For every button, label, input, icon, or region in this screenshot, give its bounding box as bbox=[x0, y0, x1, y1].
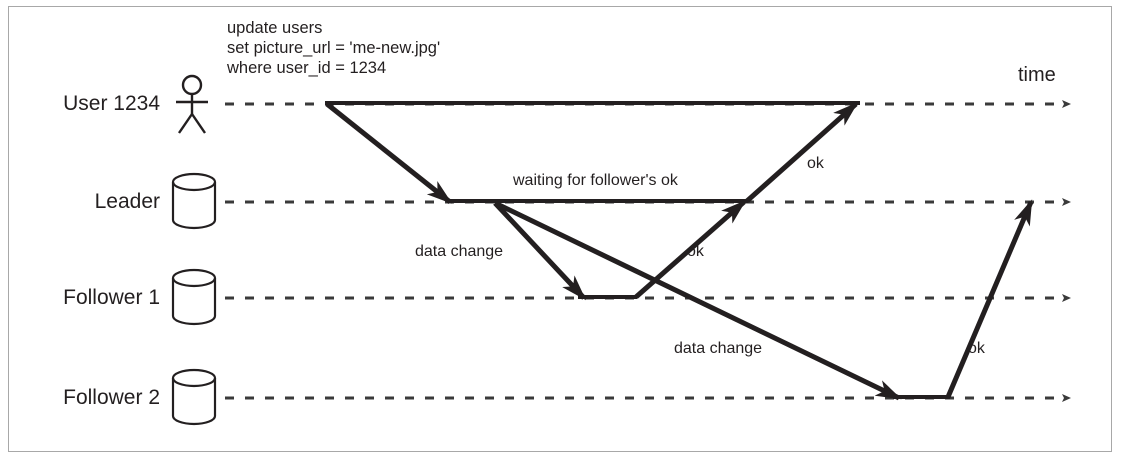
lane-label-follower1: Follower 1 bbox=[0, 286, 160, 310]
database-cylinder-icon-leader bbox=[170, 172, 218, 235]
message-label-waiting-for-follower-ok: waiting for follower's ok bbox=[513, 172, 678, 189]
lane-label-user-text: User 1234 bbox=[63, 92, 160, 115]
lane-label-leader-text: Leader bbox=[94, 190, 160, 213]
message-label-ok-follower2-to-leader: ok bbox=[968, 340, 985, 357]
lane-label-follower2: Follower 2 bbox=[0, 386, 160, 410]
sql-note: update users set picture_url = 'me-new.j… bbox=[227, 18, 440, 78]
message-label-data-change-follower2: data change bbox=[674, 340, 763, 357]
actor-stick-figure-icon bbox=[170, 74, 214, 141]
lane-label-user: User 1234 bbox=[0, 92, 160, 116]
lane-label-leader: Leader bbox=[0, 190, 160, 214]
message-arrow-data-change-leader-to-follower1 bbox=[493, 201, 587, 301]
sql-note-line-3: where user_id = 1234 bbox=[227, 59, 387, 77]
sql-note-line-1: update users bbox=[227, 19, 323, 37]
message-label-ok-leader-to-user: ok bbox=[807, 155, 824, 172]
message-arrow-update-user-to-leader bbox=[325, 102, 453, 204]
message-arrow-ok-follower2-to-leader bbox=[945, 199, 1034, 398]
message-label-ok-follower1-to-leader: ok bbox=[687, 243, 704, 260]
time-axis-label: time bbox=[1018, 64, 1056, 87]
database-cylinder-icon-follower2 bbox=[170, 368, 218, 431]
message-label-data-change-follower1: data change bbox=[415, 243, 504, 260]
lane-label-follower1-text: Follower 1 bbox=[63, 286, 160, 309]
sql-note-line-2: set picture_url = 'me-new.jpg' bbox=[227, 39, 441, 57]
message-arrow-ok-leader-to-user bbox=[745, 102, 859, 203]
lane-label-follower2-text: Follower 2 bbox=[63, 386, 160, 409]
message-arrow-ok-follower1-to-leader bbox=[634, 200, 747, 299]
database-cylinder-icon-follower1 bbox=[170, 268, 218, 331]
message-arrow-data-change-leader-to-follower2 bbox=[493, 200, 902, 401]
time-axis-label-text: time bbox=[1018, 64, 1056, 86]
